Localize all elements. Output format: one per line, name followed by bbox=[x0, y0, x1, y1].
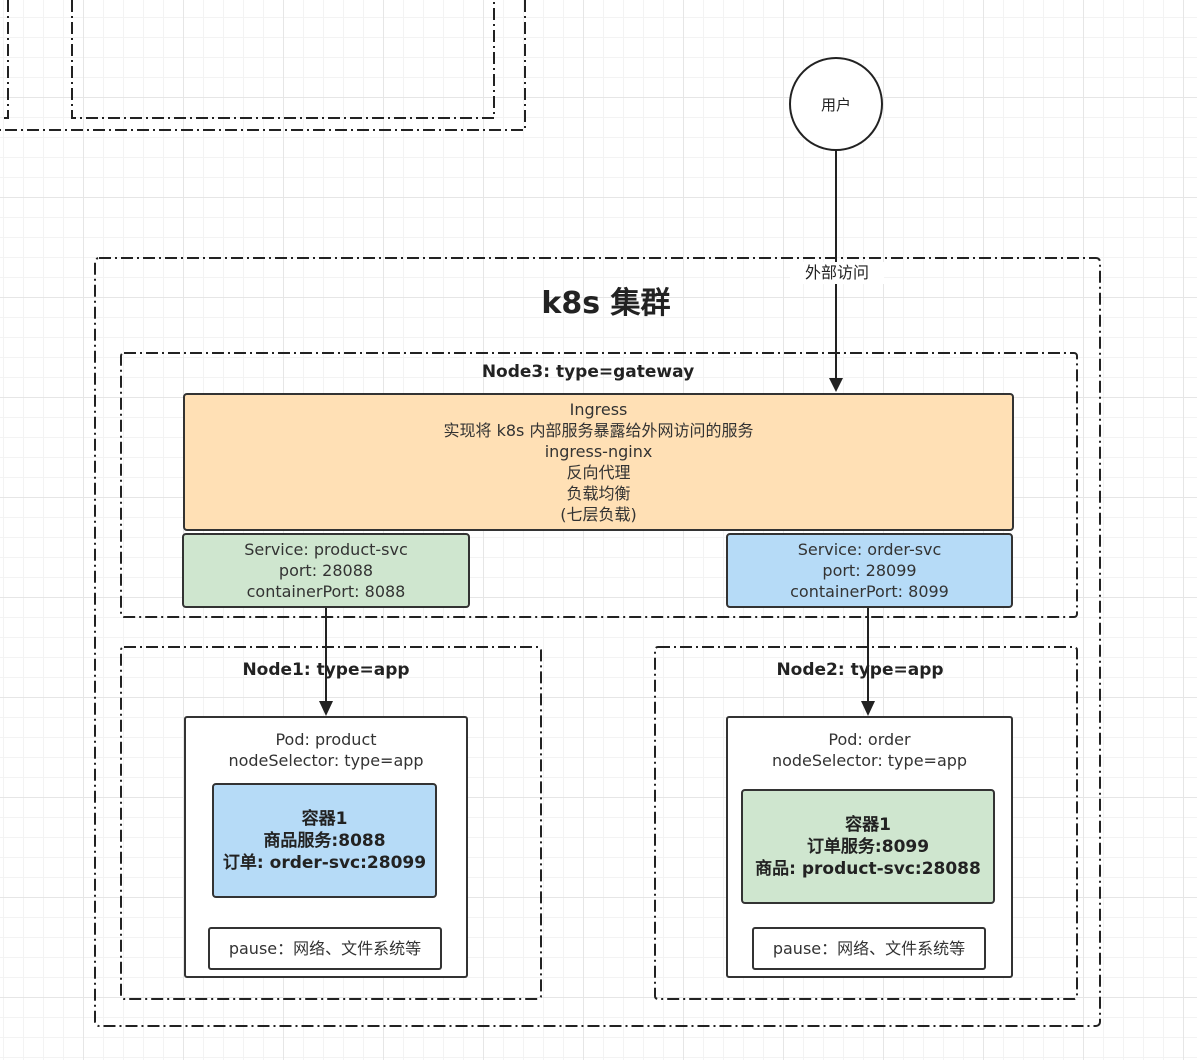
service-order-line-2: port: 28099 bbox=[822, 561, 917, 580]
pod-order-line-2: nodeSelector: type=app bbox=[771, 751, 968, 770]
ingress-line-3: ingress-nginx bbox=[544, 442, 653, 461]
pause-product-box[interactable]: pause：网络、文件系统等 bbox=[208, 927, 442, 970]
edge-label: 外部访问 bbox=[790, 262, 884, 284]
user-label: 用户 bbox=[820, 96, 851, 114]
arrowhead-pod-order bbox=[861, 701, 875, 716]
service-product-line-2: port: 28088 bbox=[278, 561, 374, 580]
pod-product-line-1: Pod: product bbox=[275, 730, 377, 749]
pause-product-label: pause：网络、文件系统等 bbox=[228, 939, 422, 958]
container-order-box[interactable]: 容器1 订单服务:8099 商品: product-svc:28088 bbox=[741, 789, 995, 904]
arrowhead-pod-product bbox=[319, 701, 333, 716]
pod-product-line-2: nodeSelector: type=app bbox=[228, 751, 424, 770]
container-order-line-1: 容器1 bbox=[845, 814, 891, 835]
container-product-line-2: 商品服务:8088 bbox=[263, 830, 386, 851]
pause-order-box[interactable]: pause：网络、文件系统等 bbox=[752, 927, 986, 970]
ingress-line-6: (七层负载) bbox=[560, 505, 637, 524]
service-product-line-1: Service: product-svc bbox=[244, 540, 408, 559]
container-order-line-3: 商品: product-svc:28088 bbox=[755, 858, 981, 879]
ingress-box[interactable]: Ingress 实现将 k8s 内部服务暴露给外网访问的服务 ingress-n… bbox=[183, 393, 1014, 531]
container-product-line-1: 容器1 bbox=[301, 808, 348, 829]
container-order-line-2: 订单服务:8099 bbox=[806, 836, 930, 857]
partial-box-inner bbox=[71, 0, 495, 119]
ingress-line-5: 负载均衡 bbox=[566, 484, 631, 503]
node3-title: Node3: type=gateway bbox=[481, 362, 695, 382]
ingress-line-1: Ingress bbox=[569, 400, 628, 419]
partial-box-left bbox=[0, 0, 9, 119]
arrowhead-ingress bbox=[829, 378, 843, 392]
service-order-line-3: containerPort: 8099 bbox=[790, 582, 949, 601]
service-order-box[interactable]: Service: order-svc port: 28099 container… bbox=[726, 533, 1013, 608]
service-product-box[interactable]: Service: product-svc port: 28088 contain… bbox=[182, 533, 470, 608]
node2-title: Node2: type=app bbox=[776, 660, 944, 680]
node1-title: Node1: type=app bbox=[242, 660, 410, 680]
pause-order-label: pause：网络、文件系统等 bbox=[772, 939, 966, 958]
service-product-line-3: containerPort: 8088 bbox=[246, 582, 406, 601]
container-product-line-3: 订单: order-svc:28099 bbox=[222, 852, 427, 873]
ingress-line-2: 实现将 k8s 内部服务暴露给外网访问的服务 bbox=[443, 421, 754, 440]
cluster-title: k8s 集群 bbox=[541, 286, 671, 321]
pod-order-line-1: Pod: order bbox=[828, 730, 911, 749]
ingress-line-4: 反向代理 bbox=[566, 463, 631, 482]
service-order-line-1: Service: order-svc bbox=[797, 540, 942, 559]
container-product-box[interactable]: 容器1 商品服务:8088 订单: order-svc:28099 bbox=[212, 783, 437, 898]
partial-box-outer bbox=[0, 0, 526, 131]
